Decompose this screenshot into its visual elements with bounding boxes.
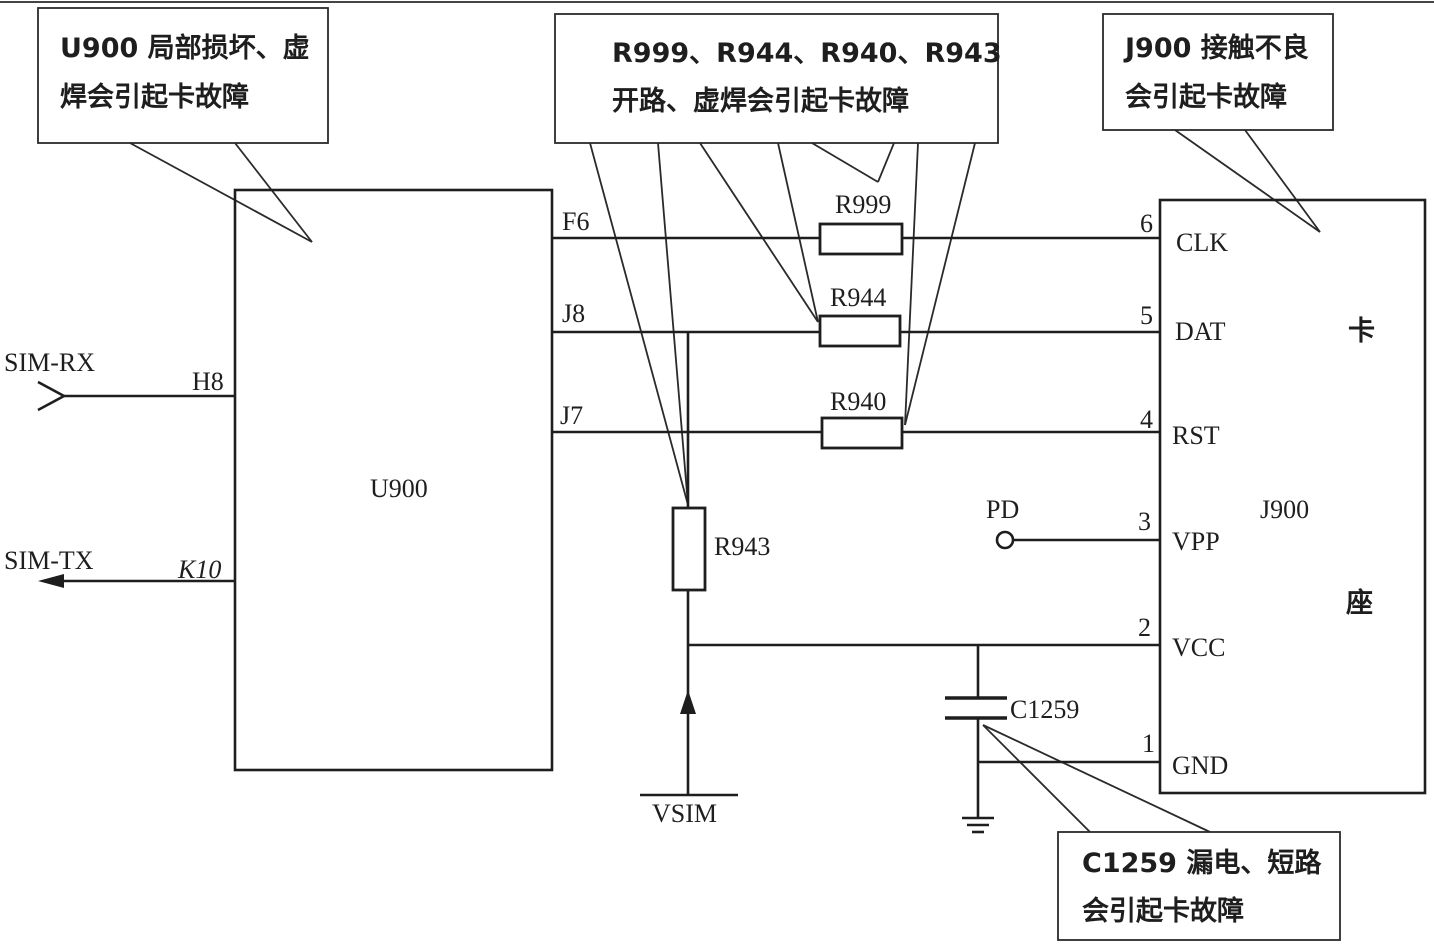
rst-net: R940 — [552, 387, 1160, 450]
pin-j8-label: J8 — [562, 299, 585, 328]
j900-pin-name-vpp: VPP — [1172, 527, 1220, 556]
j900-pin-name-rst: RST — [1172, 421, 1220, 450]
vpp-net: PD — [986, 495, 1160, 550]
pin-k10-label: K10 — [177, 555, 221, 584]
capacitor-c1259-label: C1259 — [1010, 695, 1079, 724]
pd-label: PD — [986, 495, 1019, 524]
j900-pin-number: 6 — [1140, 209, 1153, 238]
vsim-label: VSIM — [652, 799, 717, 828]
j900-pin-name-vcc: VCC — [1172, 633, 1225, 662]
resistor-r999 — [818, 222, 904, 256]
callout-c1259: C1259 漏电、短路 会引起卡故障 — [982, 724, 1341, 941]
resistor-r944-label: R944 — [830, 283, 886, 312]
callout-resistors-line2: 开路、虚焊会引起卡故障 — [612, 85, 909, 117]
pin-j7-label: J7 — [560, 401, 583, 430]
pd-terminal-icon — [995, 530, 1015, 550]
j900-pin-number: 5 — [1140, 301, 1153, 330]
callout-j900-line1: J900 接触不良 — [1123, 32, 1309, 64]
j900-card-socket: 卡 J900 座 6 CLK 5 DAT 4 RST 3 VPP 2 VCC 1… — [1138, 198, 1427, 795]
ground-icon — [962, 816, 994, 834]
vsim-arrow-icon — [680, 690, 696, 714]
vsim-net: R943 VSIM — [640, 332, 1160, 828]
j900-pin-number: 4 — [1140, 405, 1153, 434]
j900-pin-name-gnd: GND — [1172, 751, 1228, 780]
u900-chip: U900 F6 J8 J7 H8 K10 — [177, 188, 589, 772]
clk-net: R999 — [552, 190, 1160, 256]
sim-tx-signal: SIM-TX — [4, 546, 235, 588]
callout-u900-line1: U900 局部损坏、虚 — [60, 32, 310, 64]
callout-u900: U900 局部损坏、虚 焊会引起卡故障 — [37, 7, 329, 243]
j900-side-top-label: 卡 — [1348, 316, 1375, 347]
callout-resistors: R999、R944、R940、R943 开路、虚焊会引起卡故障 — [554, 13, 1002, 506]
j900-pin-number: 2 — [1138, 613, 1151, 642]
dat-net: R944 — [552, 283, 1160, 348]
j900-label: J900 — [1260, 495, 1309, 524]
resistor-r999-label: R999 — [835, 190, 891, 219]
j900-pin-name-dat: DAT — [1175, 317, 1226, 346]
callout-j900-line2: 会引起卡故障 — [1125, 81, 1287, 113]
resistor-r943-label: R943 — [714, 532, 770, 561]
callout-c1259-line1: C1259 漏电、短路 — [1082, 847, 1322, 879]
u900-label: U900 — [370, 474, 428, 503]
callout-resistors-line1: R999、R944、R940、R943 — [612, 38, 1002, 69]
resistor-r943 — [671, 506, 707, 592]
resistor-r944 — [818, 314, 902, 348]
sim-tx-label: SIM-TX — [4, 546, 94, 575]
callout-u900-line2: 焊会引起卡故障 — [60, 81, 249, 113]
capacitor-c1259: C1259 — [945, 645, 1160, 834]
pin-f6-label: F6 — [562, 207, 589, 236]
sim-rx-signal: SIM-RX — [4, 348, 235, 412]
callout-j900: J900 接触不良 会引起卡故障 — [1102, 13, 1334, 233]
sim-tx-arrow-icon — [38, 574, 64, 588]
j900-pin-number: 1 — [1142, 729, 1155, 758]
j900-pin-name-clk: CLK — [1176, 228, 1228, 257]
resistor-r940 — [820, 416, 904, 450]
j900-pin-number: 3 — [1138, 507, 1151, 536]
pin-h8-label: H8 — [192, 367, 224, 396]
sim-rx-label: SIM-RX — [4, 348, 95, 377]
j900-side-bottom-label: 座 — [1346, 587, 1373, 619]
callout-c1259-line2: 会引起卡故障 — [1082, 895, 1244, 927]
resistor-r940-label: R940 — [830, 387, 886, 416]
